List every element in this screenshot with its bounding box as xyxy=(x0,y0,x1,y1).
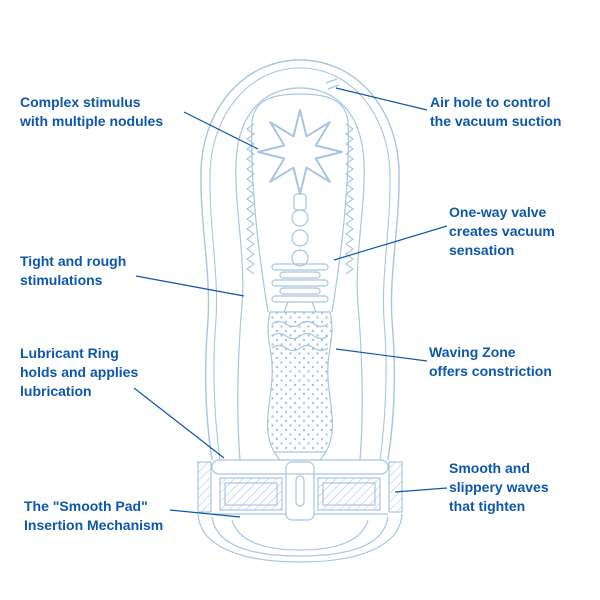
label-lubricant-ring: Lubricant Ring holds and applies lubrica… xyxy=(20,345,139,399)
rough-rib-texture xyxy=(246,123,354,275)
leader-smooth-waves xyxy=(394,487,448,493)
label-tight-rough: Tight and rough stimulations xyxy=(20,253,127,288)
label-complex-stimulus: Complex stimulus with multiple nodules xyxy=(20,94,164,129)
bottom-cap-inner xyxy=(231,519,369,551)
flange-left xyxy=(197,461,212,513)
center-column xyxy=(285,461,315,521)
label-one-way-valve: One-way valve creates vacuum sensation xyxy=(449,204,555,258)
leader-complex-stimulus xyxy=(183,111,259,150)
bottom-cap-outer xyxy=(197,513,403,563)
leader-tight-rough xyxy=(135,275,245,297)
outer-body-shell xyxy=(200,59,400,461)
leader-lines xyxy=(133,87,448,518)
label-smooth-pad: The "Smooth Pad" Insertion Mechanism xyxy=(24,498,164,533)
waving-zone-part xyxy=(266,311,334,461)
one-way-valve-part xyxy=(271,209,329,313)
label-smooth-waves: Smooth and slippery waves that tighten xyxy=(449,460,549,514)
nodule-head xyxy=(257,109,343,211)
base-assembly xyxy=(197,459,403,563)
center-slot xyxy=(295,475,305,507)
flange-right xyxy=(388,461,403,513)
label-air-hole: Air hole to control the vacuum suction xyxy=(430,94,562,129)
leader-lubricant-ring xyxy=(133,387,225,459)
label-waving-zone: Waving Zone offers constriction xyxy=(429,344,552,379)
bottom-cap-middle xyxy=(211,516,389,557)
air-hole-part xyxy=(325,78,340,90)
leader-smooth-pad xyxy=(169,509,241,518)
leader-waving-zone xyxy=(335,348,428,362)
leader-one-way-valve xyxy=(333,225,448,261)
leader-air-hole xyxy=(335,87,428,111)
lubricant-ring-part xyxy=(211,459,389,475)
inner-sleeve xyxy=(235,87,365,461)
